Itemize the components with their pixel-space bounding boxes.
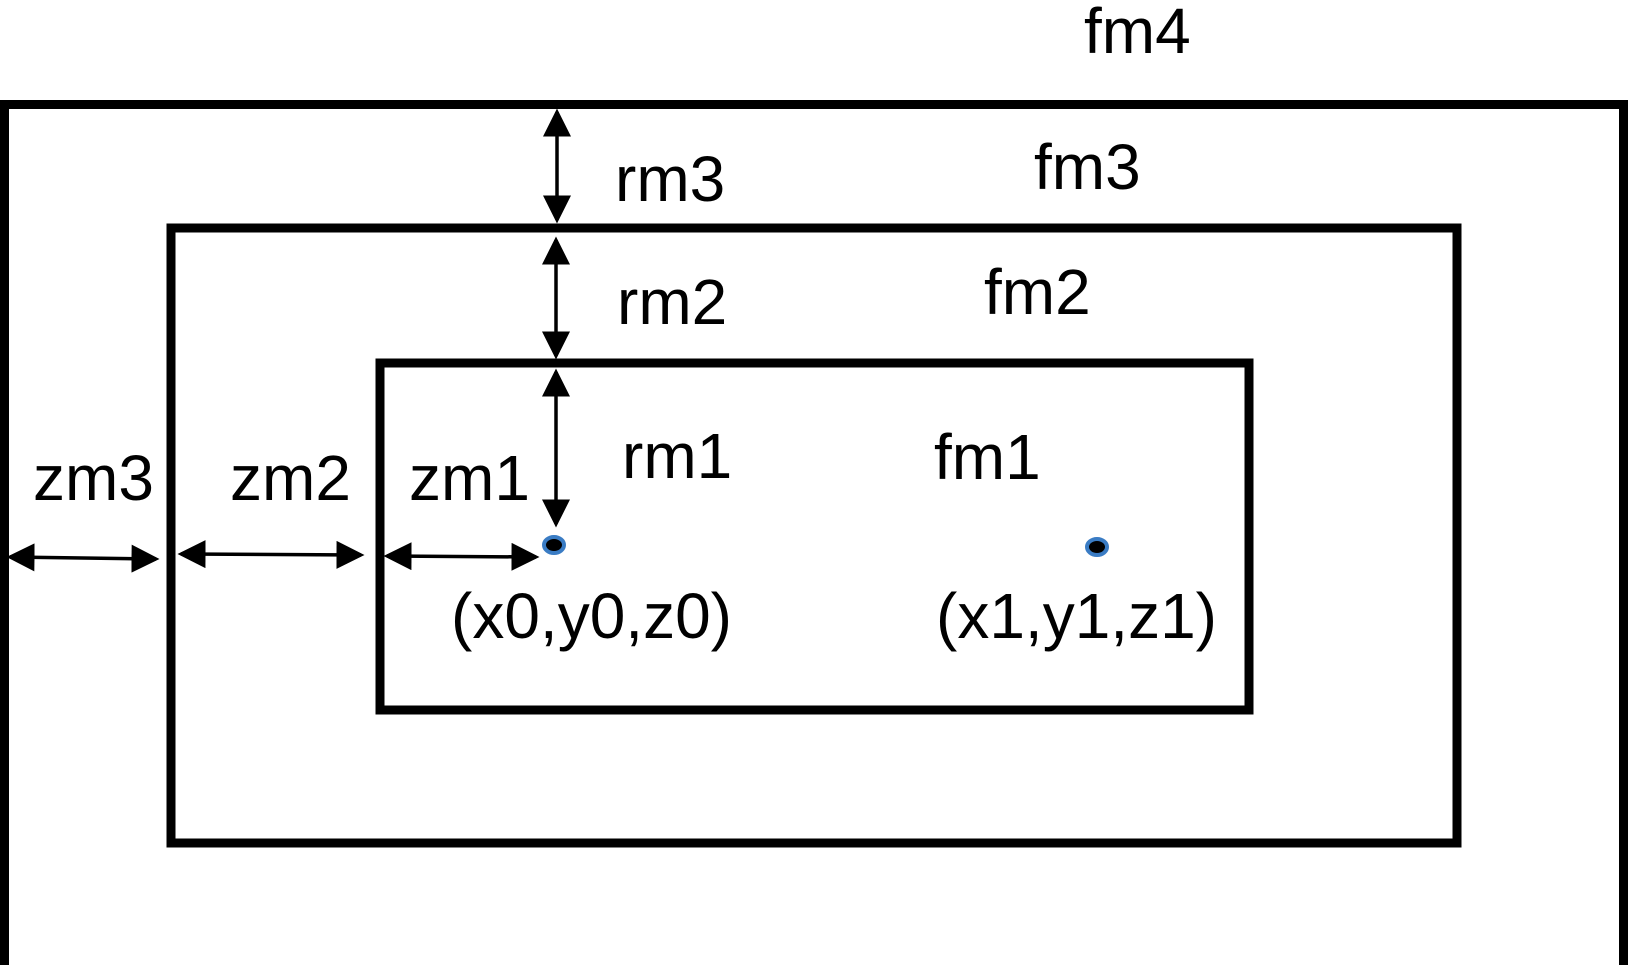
zm1-arrow [383,542,540,571]
frame-fm4 [0,100,1628,965]
label-fm1: fm1 [934,421,1041,493]
zm3-arrow [6,543,160,573]
label-fm4: fm4 [1084,0,1191,67]
label-zm3: zm3 [33,442,154,514]
label-point-p0: (x0,y0,z0) [451,580,732,652]
point-p1 [1085,537,1109,557]
label-point-p1: (x1,y1,z1) [936,580,1217,652]
label-fm3: fm3 [1034,131,1141,203]
label-rm1: rm1 [622,420,732,492]
label-zm2: zm2 [230,442,351,514]
zm2-arrow [177,540,365,569]
point-p0 [542,535,566,555]
label-rm2: rm2 [617,266,727,338]
label-fm2: fm2 [984,256,1091,328]
label-zm1: zm1 [409,442,530,514]
label-rm3: rm3 [615,143,725,215]
frame-fm2-inner-fm1 [375,358,1254,715]
frame-fm3 [166,223,1462,848]
